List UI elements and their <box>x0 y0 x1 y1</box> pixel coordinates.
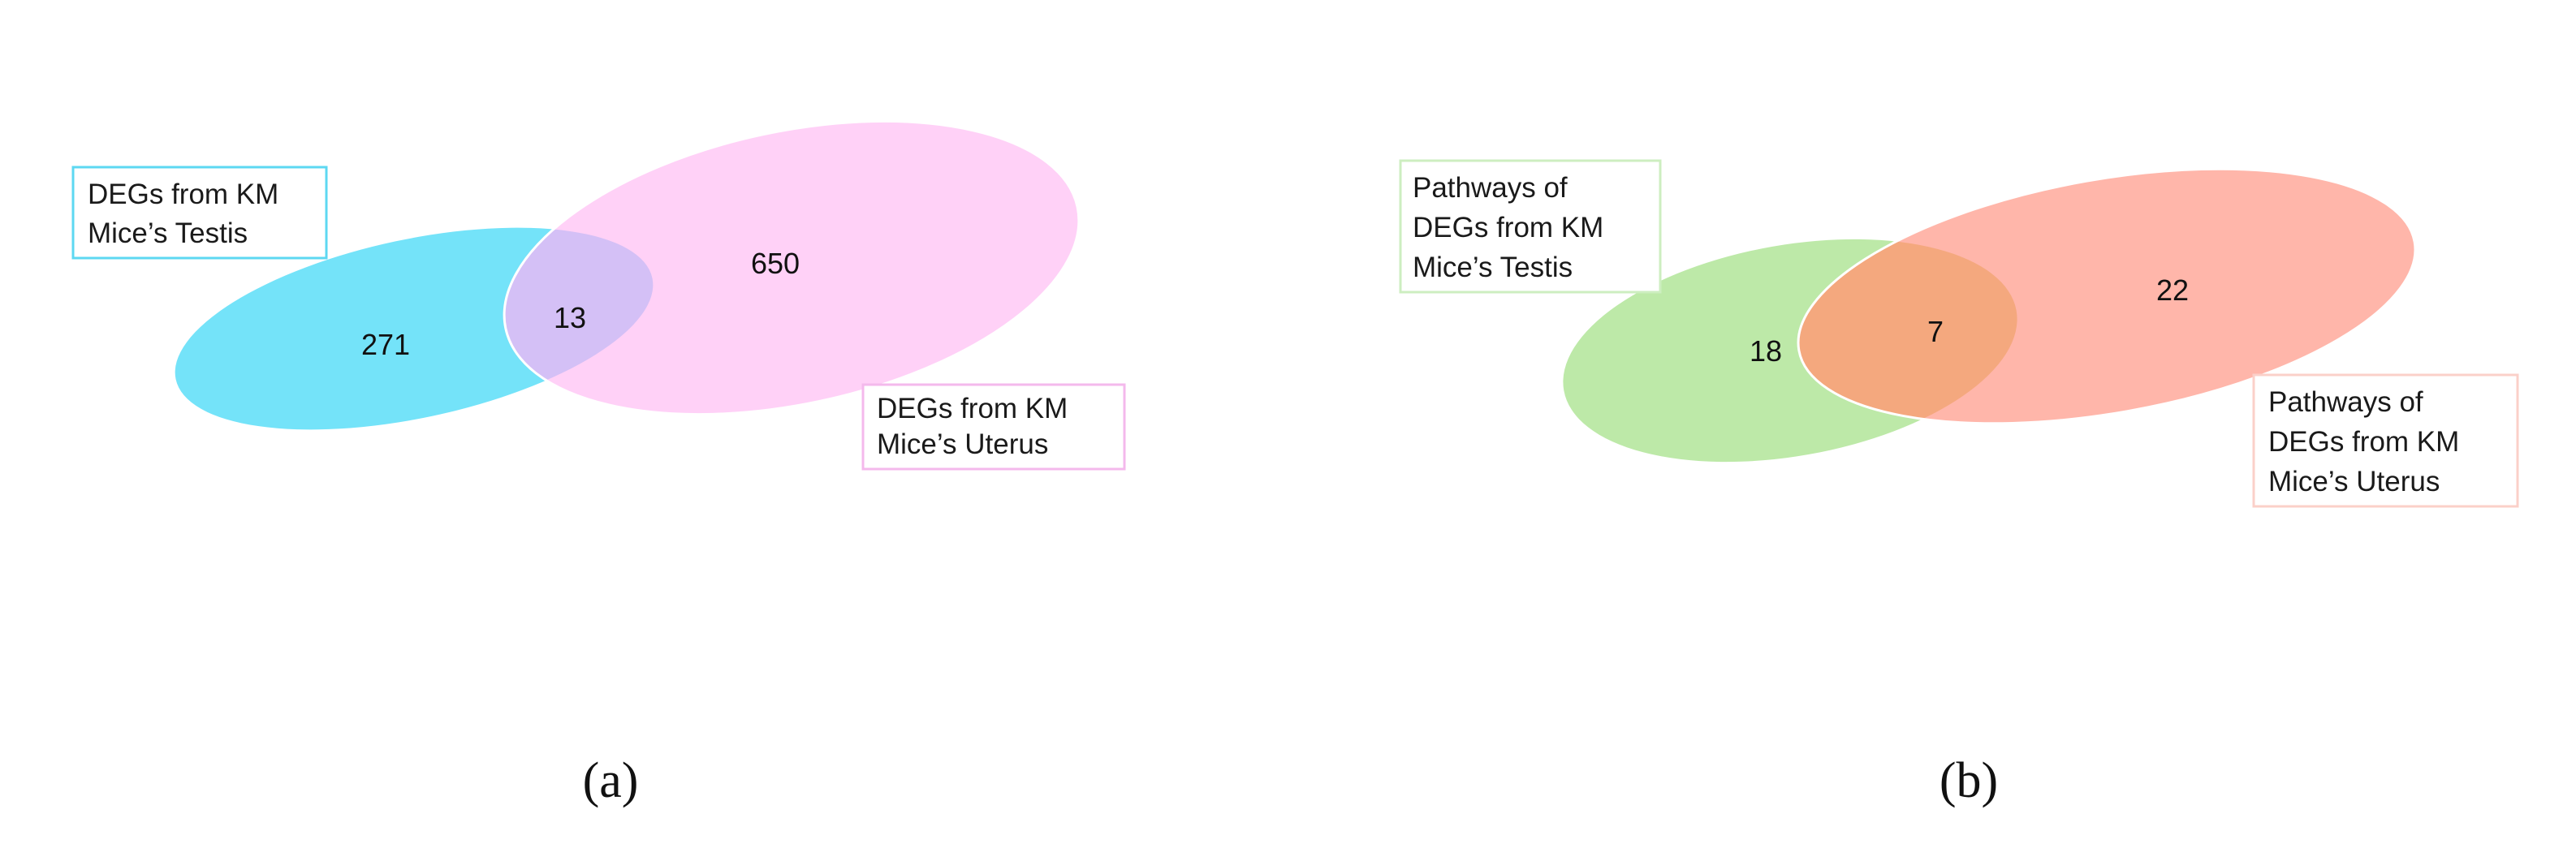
venn-panel-a: 271 13 650 DEGs from KM Mice’s Testis DE… <box>71 119 1126 808</box>
venn-panel-b: 18 7 22 Pathways of DEGs from KM Mice’s … <box>1399 159 2519 808</box>
uterus-degs-label: DEGs from KM Mice’s Uterus <box>861 383 1126 471</box>
uterus-pathways-label-box <box>2252 373 2519 508</box>
uterus-pathways-only-count: 22 <box>2156 273 2189 307</box>
uterus-pathways-label-line: DEGs from KM <box>2268 426 2459 458</box>
degs-overlap-count: 13 <box>554 301 586 334</box>
testis-pathways-label-box <box>1399 159 1662 294</box>
pathways-overlap-count: 7 <box>1927 315 1944 348</box>
testis-degs-label-box <box>71 166 328 260</box>
testis-pathways-label-line: Mice’s Testis <box>1413 252 1573 283</box>
testis-pathways-label: Pathways of DEGs from KM Mice’s Testis <box>1399 159 1662 294</box>
panel-b-caption: (b) <box>1940 753 1998 808</box>
testis-pathways-only-count: 18 <box>1750 334 1782 368</box>
uterus-degs-outline <box>503 119 1081 416</box>
testis-degs-label-line: DEGs from KM <box>88 179 278 210</box>
uterus-pathways-label-line: Mice’s Uterus <box>2268 466 2440 497</box>
uterus-degs-circle <box>504 121 1079 415</box>
uterus-only-count: 650 <box>751 247 800 280</box>
uterus-degs-label-line: Mice’s Uterus <box>877 428 1048 460</box>
testis-degs-label-line: Mice’s Testis <box>88 217 248 249</box>
uterus-degs-label-line: DEGs from KM <box>877 393 1068 424</box>
testis-pathways-label-line: DEGs from KM <box>1413 212 1603 243</box>
testis-pathways-label-line: Pathways of <box>1413 172 1568 204</box>
uterus-degs-label-box <box>861 383 1126 471</box>
testis-degs-label: DEGs from KM Mice’s Testis <box>71 166 328 260</box>
panel-a-caption: (a) <box>583 753 639 808</box>
uterus-pathways-label: Pathways of DEGs from KM Mice’s Uterus <box>2252 373 2519 508</box>
uterus-pathways-label-line: Pathways of <box>2268 386 2423 418</box>
uterus-pathways-outline <box>1797 167 2417 425</box>
testis-only-count: 271 <box>361 328 410 361</box>
